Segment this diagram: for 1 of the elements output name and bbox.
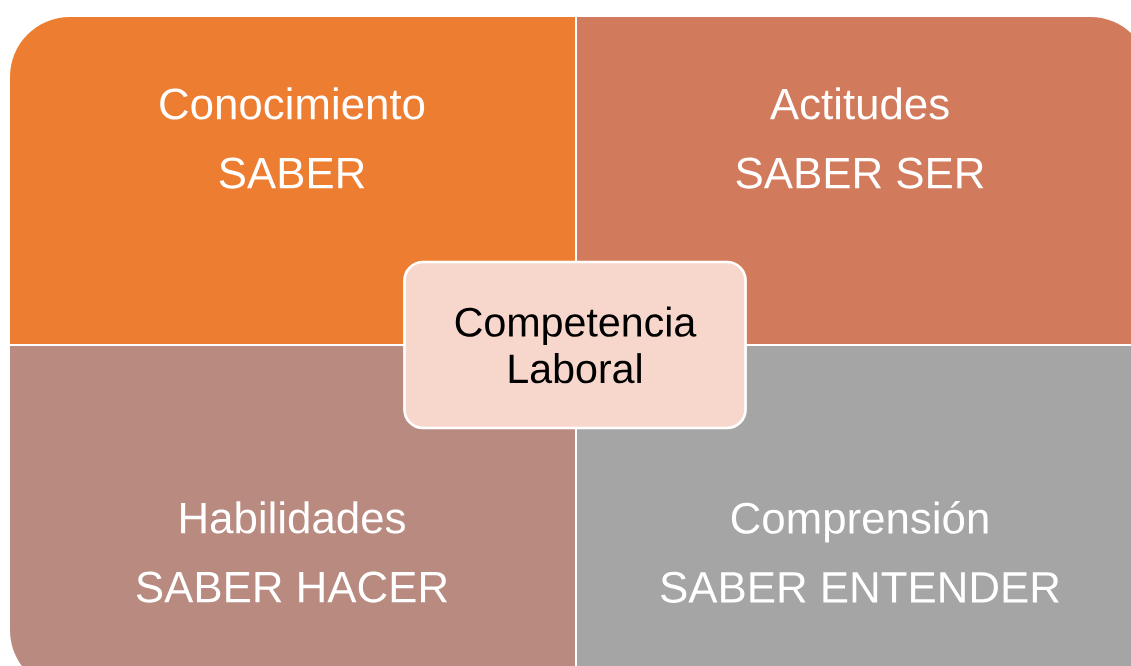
center-box: Competencia Laboral xyxy=(403,260,747,430)
